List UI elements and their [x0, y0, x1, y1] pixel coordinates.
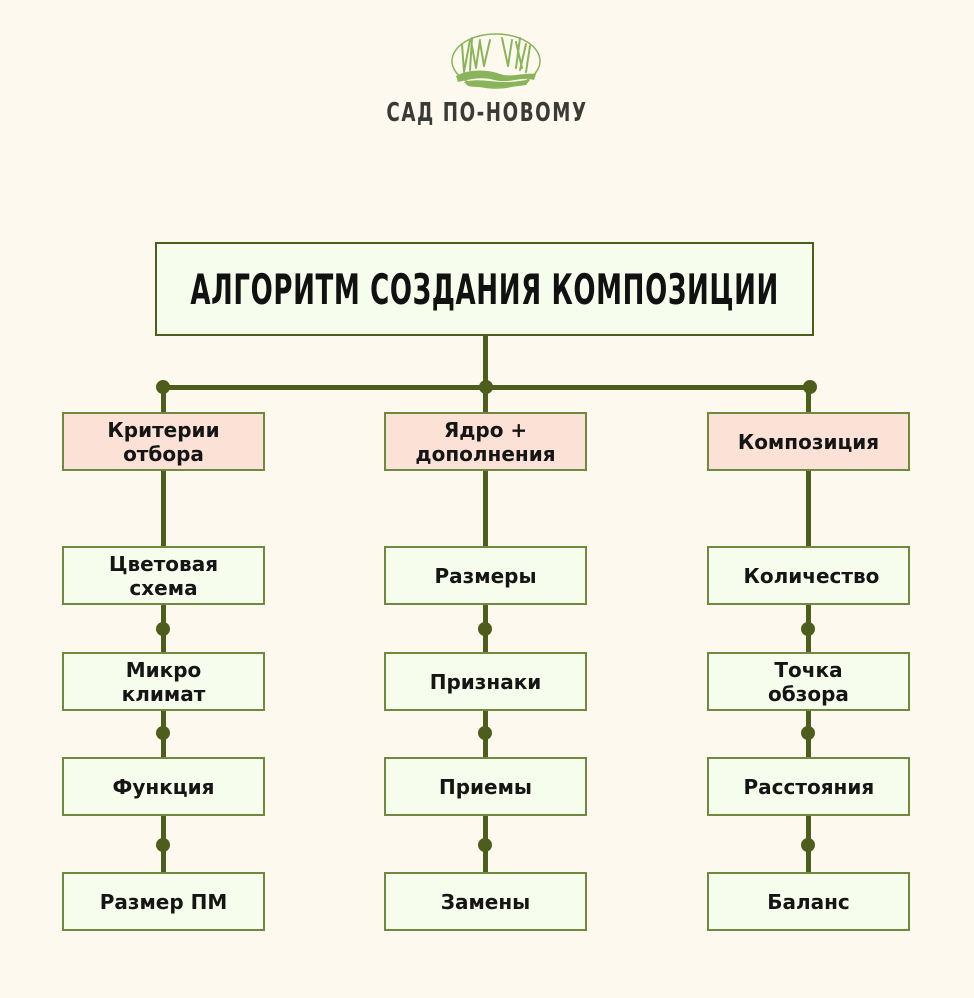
- connector-dot: [156, 726, 170, 740]
- connector-dot: [801, 726, 815, 740]
- node-label: Признаки: [429, 669, 542, 694]
- node: Приемы: [384, 757, 587, 816]
- connector-dot: [156, 622, 170, 636]
- node: Микро климат: [62, 652, 265, 711]
- column-header-label: Критерии отбора: [107, 417, 220, 466]
- column-header: Композиция: [707, 412, 910, 471]
- node: Размер ПМ: [62, 872, 265, 931]
- title-connector: [483, 336, 488, 388]
- node: Цветовая схема: [62, 546, 265, 605]
- connector-dot: [156, 838, 170, 852]
- connector-dot: [801, 622, 815, 636]
- forest-stream-oval-icon: [451, 33, 541, 89]
- node-label: Цветовая схема: [108, 551, 219, 600]
- node-label: Точка обзора: [768, 657, 849, 706]
- node: Точка обзора: [707, 652, 910, 711]
- node-label: Размер ПМ: [99, 889, 228, 914]
- column-header-label: Композиция: [737, 429, 880, 454]
- node: Баланс: [707, 872, 910, 931]
- node: Количество: [707, 546, 910, 605]
- node: Размеры: [384, 546, 587, 605]
- connector-dot: [478, 622, 492, 636]
- column-header: Критерии отбора: [62, 412, 265, 471]
- connector-dot: [801, 838, 815, 852]
- node-label: Баланс: [767, 889, 850, 914]
- node-label: Количество: [743, 563, 880, 588]
- column-header: Ядро + дополнения: [384, 412, 587, 471]
- node-label: Замены: [440, 889, 531, 914]
- node-label: Микро климат: [121, 657, 206, 706]
- junction-dot: [479, 380, 493, 394]
- node: Расстояния: [707, 757, 910, 816]
- diagram-title: АЛГОРИТМ СОЗДАНИЯ КОМПОЗИЦИИ: [190, 264, 779, 314]
- brand-name: САД ПО-НОВОМУ: [386, 98, 588, 128]
- connector-dot: [478, 838, 492, 852]
- column-header-label: Ядро + дополнения: [415, 417, 556, 466]
- node: Признаки: [384, 652, 587, 711]
- node: Функция: [62, 757, 265, 816]
- node-label: Приемы: [438, 774, 533, 799]
- node-label: Расстояния: [743, 774, 875, 799]
- diagram-title-box: АЛГОРИТМ СОЗДАНИЯ КОМПОЗИЦИИ: [155, 242, 814, 336]
- node-label: Функция: [112, 774, 215, 799]
- node: Замены: [384, 872, 587, 931]
- connector-dot: [478, 726, 492, 740]
- junction-dot: [156, 380, 170, 394]
- node-label: Размеры: [434, 563, 537, 588]
- logo: [450, 32, 542, 90]
